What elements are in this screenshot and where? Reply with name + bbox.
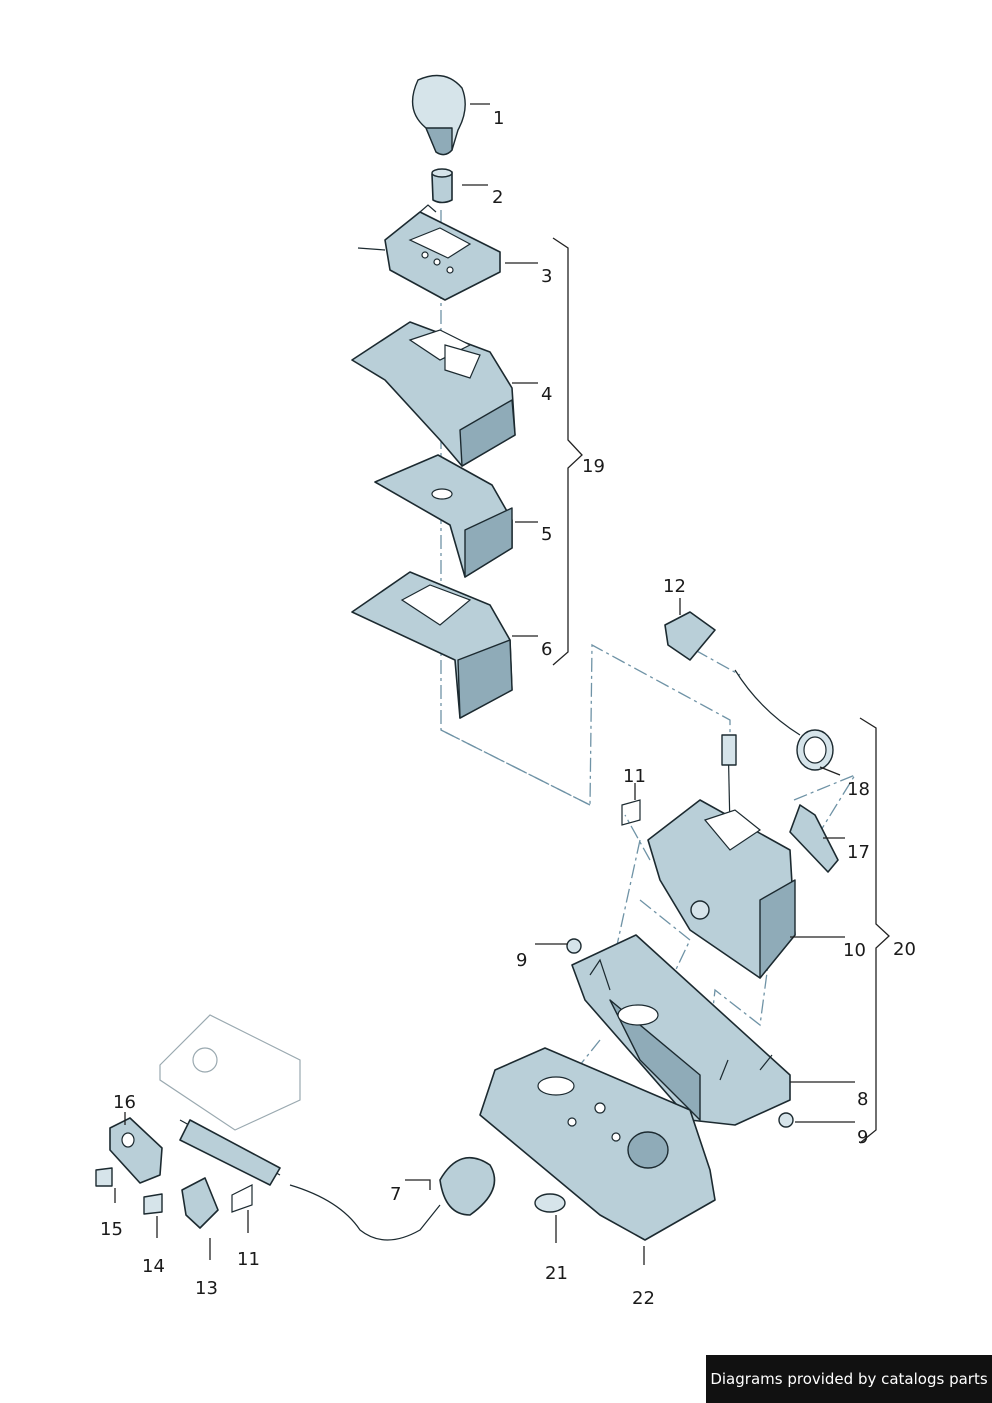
callout-5: 5 xyxy=(541,524,552,545)
callout-labels: 1 2 3 4 5 6 7 8 9 9 10 11 11 12 13 14 15… xyxy=(100,108,916,1309)
console-trim xyxy=(351,321,516,467)
shifter-mechanism xyxy=(647,734,796,979)
callout-20: 20 xyxy=(893,939,916,960)
leader-lines xyxy=(114,103,855,1265)
callout-1: 1 xyxy=(493,108,504,129)
shift-knob xyxy=(411,74,466,156)
shifter-housing xyxy=(571,934,791,1126)
shift-gate-plate xyxy=(357,204,501,301)
callout-22: 22 xyxy=(632,1288,655,1309)
callout-19: 19 xyxy=(582,456,605,477)
clip xyxy=(534,1193,566,1213)
nuts xyxy=(566,938,794,1128)
base-trim xyxy=(351,571,513,719)
callout-18: 18 xyxy=(847,779,870,800)
callout-9b: 9 xyxy=(857,1127,868,1148)
callout-11b: 11 xyxy=(237,1249,260,1270)
knob-sleeve xyxy=(431,168,453,204)
callout-16: 16 xyxy=(113,1092,136,1113)
callout-17: 17 xyxy=(847,842,870,863)
callout-7: 7 xyxy=(390,1184,401,1205)
callout-12: 12 xyxy=(663,576,686,597)
lower-console-cover xyxy=(479,1047,716,1241)
callout-3: 3 xyxy=(541,266,552,287)
callout-13: 13 xyxy=(195,1278,218,1299)
callout-4: 4 xyxy=(541,384,552,405)
transmission-outline xyxy=(159,1014,301,1131)
callout-10: 10 xyxy=(843,940,866,961)
grouping-braces xyxy=(552,237,890,1144)
shift-cable xyxy=(179,1119,496,1241)
callout-11a: 11 xyxy=(623,766,646,787)
inner-cover xyxy=(374,454,513,578)
callout-2: 2 xyxy=(492,187,503,208)
callout-8: 8 xyxy=(857,1089,868,1110)
bracket-and-cable xyxy=(664,611,834,771)
callout-21: 21 xyxy=(545,1263,568,1284)
callout-15: 15 xyxy=(100,1219,123,1240)
footer-credit-badge: Diagrams provided by catalogs parts xyxy=(706,1355,992,1403)
small-parts xyxy=(95,799,641,1229)
footer-credit-text: Diagrams provided by catalogs parts xyxy=(710,1370,988,1388)
callout-14: 14 xyxy=(142,1256,165,1277)
callout-9a: 9 xyxy=(516,950,527,971)
callout-6: 6 xyxy=(541,639,552,660)
